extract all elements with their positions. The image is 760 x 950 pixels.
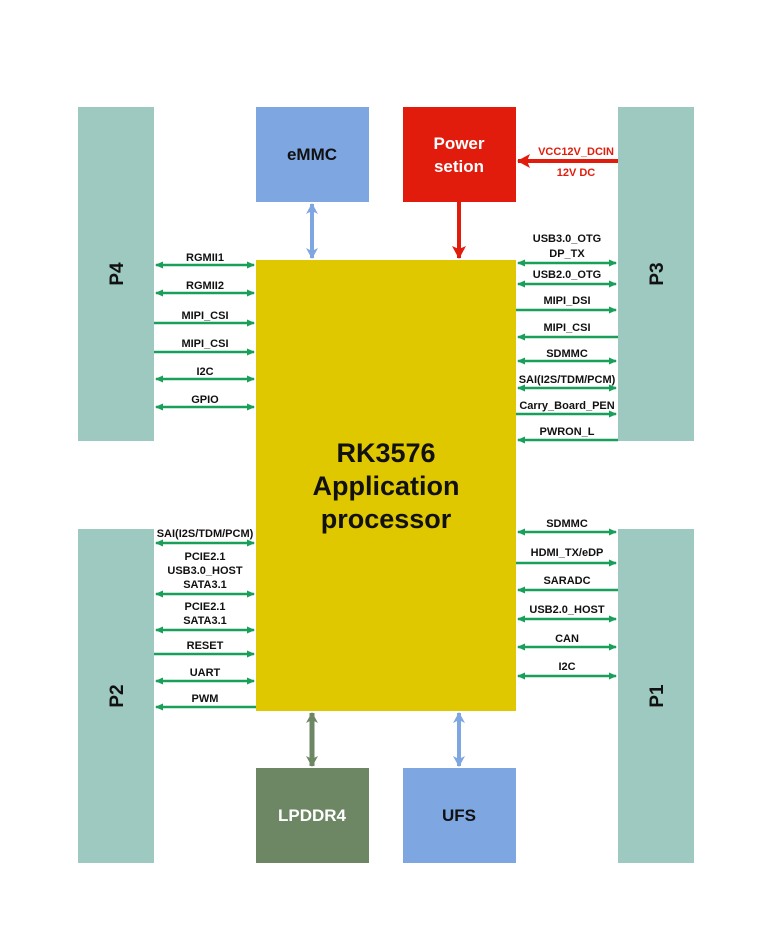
- connector-p2-label: P2: [107, 684, 128, 707]
- processor-label-line2: Application: [313, 471, 460, 501]
- emmc-label: eMMC: [287, 145, 337, 164]
- p2-signal-reset-label: RESET: [187, 640, 224, 652]
- p2-signal-pcie-1-label: PCIE2.1: [185, 551, 226, 563]
- processor-label-line3: processor: [321, 504, 452, 534]
- power-label-line2: setion: [434, 157, 484, 176]
- power-section-block: [403, 107, 516, 202]
- p4-signal-rgmii1-label: RGMII1: [186, 252, 224, 264]
- p3-signal-usb2-otg-label: USB2.0_OTG: [533, 269, 601, 281]
- p3-signal-sdmmc-label: SDMMC: [546, 348, 588, 360]
- p3-signal-dp-tx-label: DP_TX: [549, 248, 585, 260]
- p2-signal-usb3-host-label: USB3.0_HOST: [167, 565, 242, 577]
- p3-signal-carry-board-pen-label: Carry_Board_PEN: [519, 400, 614, 412]
- p2-signal-sai-label: SAI(I2S/TDM/PCM): [157, 528, 254, 540]
- p3-signal-usb3-otg-label: USB3.0_OTG: [533, 233, 601, 245]
- p3-signal-mipi-csi-label: MIPI_CSI: [543, 322, 590, 334]
- connector-p2: [78, 529, 154, 863]
- p3-signal-mipi-dsi-label: MIPI_DSI: [543, 295, 590, 307]
- p1-signal-saradc-label: SARADC: [543, 575, 590, 587]
- p2-signal-sata-2-label: SATA3.1: [183, 615, 227, 627]
- lpddr4-label: LPDDR4: [278, 806, 347, 825]
- connector-p3: [618, 107, 694, 441]
- processor-label-line1: RK3576: [336, 438, 435, 468]
- p3-signal-pwron-l-label: PWRON_L: [540, 426, 595, 438]
- p4-signal-rgmii2-label: RGMII2: [186, 280, 224, 292]
- connector-p1: [618, 529, 694, 863]
- lpddr4-block: [256, 768, 369, 863]
- power-input-label-line2: 12V DC: [557, 167, 596, 179]
- connector-p3-label: P3: [647, 262, 668, 285]
- ufs-label: UFS: [442, 806, 476, 825]
- processor-block: [256, 260, 516, 711]
- power-input-label-line1: VCC12V_DCIN: [538, 146, 614, 158]
- p2-signal-pcie-2-label: PCIE2.1: [185, 601, 226, 613]
- p2-signal-pwm-label: PWM: [192, 693, 219, 705]
- p1-signal-can-label: CAN: [555, 633, 579, 645]
- connector-p1-label: P1: [647, 684, 668, 708]
- connector-p4-label: P4: [107, 262, 128, 286]
- p4-signal-mipi-csi-2-label: MIPI_CSI: [181, 338, 228, 350]
- p3-signal-sai-label: SAI(I2S/TDM/PCM): [519, 374, 616, 386]
- power-label-line1: Power: [433, 134, 484, 153]
- connector-p4: [78, 107, 154, 441]
- p4-signal-gpio-label: GPIO: [191, 394, 219, 406]
- p4-signal-i2c-label: I2C: [196, 366, 213, 378]
- p1-signal-sdmmc-label: SDMMC: [546, 518, 588, 530]
- emmc-block: [256, 107, 369, 202]
- ufs-block: [403, 768, 516, 863]
- p2-signal-sata-1-label: SATA3.1: [183, 579, 227, 591]
- p1-signal-hdmi-tx-edp-label: HDMI_TX/eDP: [531, 547, 604, 559]
- p1-signal-i2c-label: I2C: [558, 661, 575, 673]
- p2-signal-uart-label: UART: [190, 667, 221, 679]
- p1-signal-usb2-host-label: USB2.0_HOST: [529, 604, 604, 616]
- p4-signal-mipi-csi-1-label: MIPI_CSI: [181, 310, 228, 322]
